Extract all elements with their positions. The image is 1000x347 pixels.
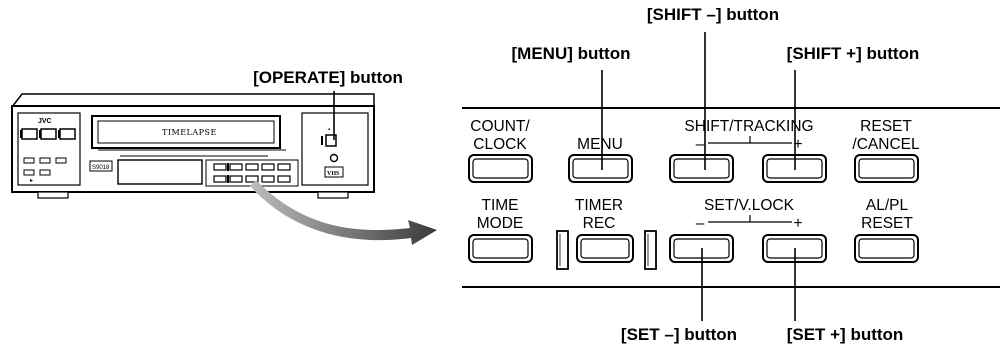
vcr-model-badge: [89, 160, 113, 172]
shift-minus-callout-label: [SHIFT –] button: [647, 5, 779, 24]
operate-callout-label: [OPERATE] button: [253, 68, 403, 87]
svg-text:VHS: VHS: [327, 171, 340, 177]
reset-cancel-button: [854, 154, 919, 183]
indicator-bar-right: [644, 230, 657, 270]
vcr-operate-button: [325, 134, 337, 147]
vcr-brand-label: JVC: [38, 118, 52, 125]
time-mode-label-line2: MODE: [477, 215, 524, 232]
indicator-bar-left: [556, 230, 569, 270]
al-pl-reset-label-line2: RESET: [861, 215, 913, 232]
menu-label: MENU: [577, 136, 623, 153]
set-plus-callout-label: [SET +] button: [787, 325, 904, 344]
vcr-top-plate: [11, 93, 375, 108]
shift-plus-sign: +: [793, 136, 802, 153]
vcr-indicator-lamp: [329, 153, 339, 163]
shift-minus-sign: –: [696, 136, 705, 153]
shift-tracking-label: SHIFT/TRACKING: [684, 118, 813, 135]
shift-minus-button: [669, 154, 734, 183]
vcr-transport-buttons: [20, 128, 76, 140]
set-vlock-bracket: – +: [696, 215, 803, 232]
vcr-tape-label: TIMELAPSE: [162, 128, 217, 137]
timer-rec-label-line2: REC: [583, 215, 616, 232]
shift-tracking-bracket: – +: [696, 136, 803, 153]
count-clock-label-line1: COUNT/: [470, 118, 530, 135]
count-clock-label-line2: CLOCK: [473, 136, 527, 153]
vcr-display-window: [117, 159, 203, 185]
vcr-left-control-block: [17, 112, 81, 186]
reset-cancel-label-line1: RESET: [860, 118, 912, 135]
vcr-right-control-block: [301, 112, 369, 186]
time-mode-button: [468, 234, 533, 263]
vcr-small-buttons: ▸: [23, 157, 67, 184]
set-vlock-label: SET/V.LOCK: [704, 197, 795, 214]
vcr-mini-control-panel: [205, 159, 299, 187]
vcr-unit: JVC ▸ TIMELAPSE S9018: [11, 93, 375, 199]
reset-cancel-label-line2: /CANCEL: [852, 136, 920, 153]
count-clock-button: [468, 154, 533, 183]
vcr-format-logo: [324, 166, 344, 178]
svg-text:S9018: S9018: [92, 165, 110, 171]
set-minus-callout-label: [SET –] button: [621, 325, 737, 344]
shift-plus-callout-label: [SHIFT +] button: [787, 44, 920, 63]
set-plus-sign: +: [793, 215, 802, 232]
svg-text:▪: ▪: [328, 127, 330, 133]
svg-text:▸: ▸: [30, 178, 33, 184]
timer-rec-label-line1: TIMER: [575, 197, 623, 214]
time-mode-label-line1: TIME: [481, 197, 518, 214]
al-pl-reset-label-line1: AL/PL: [866, 197, 909, 214]
zoom-arrow: [250, 180, 437, 245]
menu-button: [568, 154, 633, 183]
vcr-foot-left: [37, 191, 69, 199]
zoomed-panel: COUNT/ CLOCK MENU SHIFT/TRACKING RESET /…: [462, 107, 1000, 288]
al-pl-reset-button: [854, 234, 919, 263]
timer-rec-button: [576, 234, 634, 263]
vcr-foot-right: [317, 191, 349, 199]
set-minus-sign: –: [696, 215, 705, 232]
menu-callout-label: [MENU] button: [512, 44, 631, 63]
